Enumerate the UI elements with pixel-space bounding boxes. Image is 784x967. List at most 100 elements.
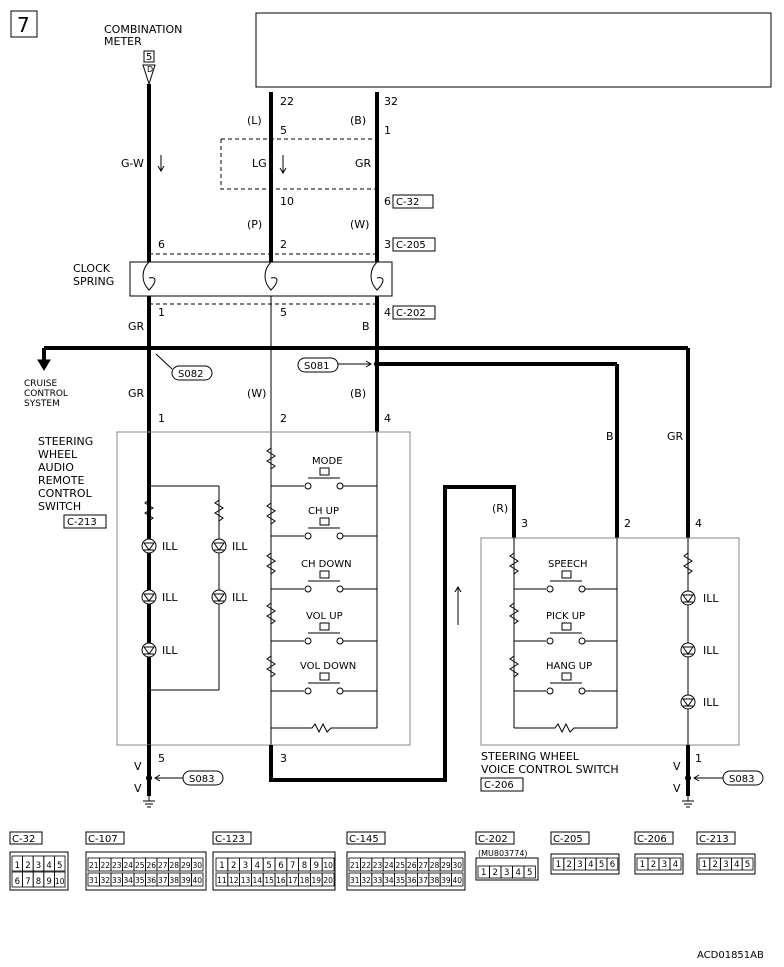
connector-legend: C-32 C-107 C-123 C-145 C-202 C-205 C-206…: [9, 831, 756, 891]
c107-pin-number: 25: [135, 861, 145, 870]
led-ill-8: ILL: [680, 694, 719, 710]
btn-speech-label: SPEECH: [548, 559, 588, 570]
voice-switch-label-2: VOICE CONTROL SWITCH: [481, 763, 619, 776]
c145-pin-number: 31: [350, 876, 360, 885]
audio-switch-label-6: SWITCH: [38, 500, 81, 513]
c206-pin-number: 4: [673, 860, 678, 870]
btn-pickup-label: PICK UP: [546, 611, 585, 622]
voice-bottom-resistor: [514, 722, 617, 734]
pin-3-clock: 3: [384, 238, 391, 251]
ill-label-1: ILL: [162, 540, 178, 553]
led-ill-5: ILL: [211, 589, 248, 605]
c145-pin-number: 22: [361, 861, 371, 870]
legend-c205-tag-box: [550, 831, 590, 845]
ill-label-2: ILL: [162, 591, 178, 604]
c206-tag-box: [480, 777, 524, 792]
legend-c107-tag-box: [85, 831, 125, 845]
legend-c145-tag-box: [346, 831, 386, 845]
wire-label-l: (L): [247, 114, 262, 127]
resistor-v2: [509, 602, 519, 625]
pin-3-voice: 3: [521, 517, 528, 530]
c213-tag-box: [63, 514, 107, 529]
legend-c206-tag-box: [634, 831, 674, 845]
wire-label-b-2: (B): [350, 387, 366, 400]
resistor-ill-right: [214, 499, 224, 522]
legend-c213-tag-box: [696, 831, 736, 845]
s083-right-label: S083: [729, 774, 754, 785]
clock-spring-coil-1: [142, 261, 156, 291]
led-ill-2: ILL: [141, 589, 178, 605]
c145-pin-number: 25: [396, 861, 406, 870]
switch-speech: SPEECH: [514, 559, 617, 593]
c32-pin-number: 2: [25, 861, 30, 871]
switch-pick-up: PICK UP: [514, 611, 617, 645]
wire-label-v-right-1: V: [673, 760, 681, 773]
c32-pin-number: 3: [36, 861, 41, 871]
pin-4-c202: 4: [384, 306, 391, 319]
resistor-ill-left: [144, 499, 154, 522]
c123-pin-number: 17: [288, 876, 298, 885]
c107-pin-number: 26: [146, 861, 156, 870]
c202-connector-body: [475, 857, 539, 881]
wire-label-gr-top: GR: [355, 157, 372, 170]
s083-right-box: [722, 770, 764, 786]
wire-label-v-left-1: V: [134, 760, 142, 773]
s082-label: S082: [178, 369, 203, 380]
c205-pin-number: 2: [566, 860, 571, 870]
c32-pin-number: 1: [15, 861, 20, 871]
pin-6-clock: 6: [158, 238, 165, 251]
splice-s083-right-dot: [685, 775, 691, 781]
s083-right-pointer-head: [693, 774, 700, 782]
c32-pin-number: 7: [25, 877, 30, 887]
c123-pin-number: 18: [300, 876, 310, 885]
resistor-v-ill: [683, 552, 693, 575]
audio-switch-label-2: WHEEL: [38, 448, 78, 461]
c107-pin-number: 34: [123, 876, 133, 885]
switch-mode: MODE: [271, 456, 377, 490]
c107-pin-number: 27: [158, 861, 168, 870]
current-arrowhead-lg: [279, 167, 287, 174]
meter-pin-box: [143, 50, 155, 63]
c107-pin-number: 31: [89, 876, 99, 885]
c32-connector-body: [9, 851, 69, 891]
s082-pointer: [155, 353, 173, 370]
c123-pin-number: 5: [266, 861, 271, 871]
pin-5-bottom: 5: [158, 752, 165, 765]
clock-spring-coil-2: [264, 261, 278, 291]
wire-label-p: (P): [247, 218, 262, 231]
wire-label-gr: GR: [128, 320, 145, 333]
c123-pin-number: 20: [323, 876, 333, 885]
ill-label-6: ILL: [703, 592, 719, 605]
legend-c206-tag: C-206: [637, 834, 667, 845]
c123-pin-number: 4: [255, 861, 260, 871]
c202-pin-number: 3: [504, 868, 509, 878]
clock-spring-label-1: CLOCK: [73, 262, 111, 275]
page-number: 7: [17, 13, 30, 37]
c107-pin-number: 40: [192, 876, 202, 885]
c32-pin-number: 10: [55, 877, 65, 886]
c145-pin-number: 34: [384, 876, 394, 885]
c145-pin-cell: [451, 872, 464, 887]
legend-c202-part: (MU803774): [478, 849, 528, 858]
switch-ch-down: CH DOWN: [271, 559, 377, 593]
pin-4-c213: 4: [384, 412, 391, 425]
c32-tag-box: [392, 194, 434, 209]
c206-pin-cell: [669, 857, 682, 871]
c123-pin-cell: [321, 857, 335, 872]
c205-pin-number: 5: [599, 860, 604, 870]
ill-label-3: ILL: [162, 644, 178, 657]
audio-switch-label-3: AUDIO: [38, 461, 74, 474]
c145-pin-number: 29: [441, 861, 451, 870]
c107-pin-number: 38: [169, 876, 179, 885]
pin-6-c32: 6: [384, 195, 391, 208]
c32-pin-number: 6: [15, 877, 20, 887]
cruise-label-2: CONTROL: [24, 389, 68, 399]
c145-pin-number: 40: [453, 876, 463, 885]
c205-tag: C-205: [396, 240, 426, 251]
legend-c32-tag-box: [9, 831, 43, 845]
btn-hangup-label: HANG UP: [546, 661, 592, 672]
legend-c123-tag-box: [212, 831, 252, 845]
c32-pin-cell: [54, 855, 66, 872]
